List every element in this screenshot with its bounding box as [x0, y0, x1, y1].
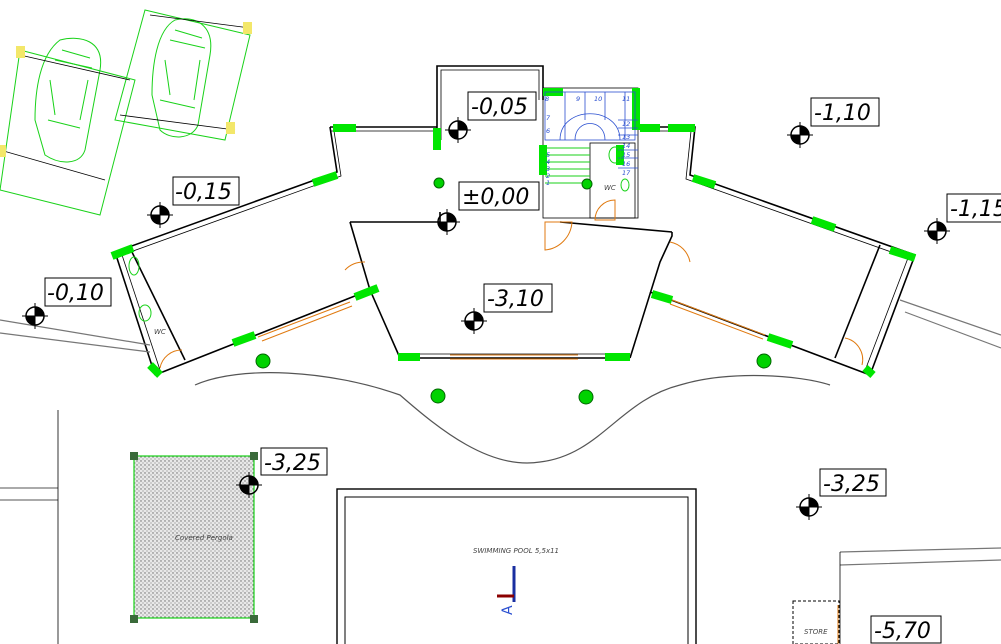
pool-label: SWIMMING POOL 5,5x11	[473, 547, 559, 555]
parking-area	[0, 9, 252, 216]
stair-number: 16	[622, 160, 630, 168]
level-tag: -1,15	[950, 197, 1001, 222]
level-marker-icon	[461, 308, 487, 334]
stone-walls	[0, 299, 1001, 644]
level-tag: -3,10	[487, 287, 544, 312]
stair-number: 15	[622, 151, 630, 159]
level-marker-icon	[924, 218, 950, 244]
stair-number: 1	[546, 179, 550, 187]
stair-number: 10	[594, 95, 602, 103]
level-marker-icon	[22, 303, 48, 329]
staircase: 8 9 10 11 12 13 14 15 16 17 7 6 5 4 3 2 …	[544, 91, 638, 187]
level-tag: -0,10	[47, 281, 104, 306]
stair-number: 7	[546, 114, 551, 122]
level-tag: -3,25	[264, 451, 321, 476]
level-marker-icon	[147, 202, 173, 228]
terrace-edge	[194, 372, 831, 464]
pergola: Covered Pergola	[130, 452, 258, 623]
store-label: STORE	[804, 628, 828, 636]
stair-number: 12	[622, 120, 630, 128]
level-tag: -3,25	[823, 472, 880, 497]
stair-number: 17	[622, 169, 631, 177]
stair-number: 14	[622, 142, 630, 150]
dim-tag	[243, 22, 252, 34]
stair-number: 6	[546, 127, 550, 135]
level-marker-icon	[236, 472, 262, 498]
level-tag: ±0,00	[462, 185, 529, 210]
swimming-pool: SWIMMING POOL 5,5x11 A	[336, 488, 697, 644]
windows	[110, 88, 917, 379]
pergola-label: Covered Pergola	[175, 534, 233, 542]
car-left	[34, 37, 102, 163]
car-right	[151, 18, 212, 138]
dim-tag	[16, 46, 25, 58]
level-marker-icon	[787, 122, 813, 148]
stair-number: 4	[546, 158, 550, 166]
section-mark: A	[500, 605, 516, 615]
stair-number: 11	[622, 95, 630, 103]
dim-tag	[226, 122, 235, 134]
wc-label: WC	[604, 184, 616, 192]
level-marker-icon	[796, 494, 822, 520]
level-tag: -5,70	[874, 619, 931, 644]
dim-tag	[0, 145, 6, 157]
wc-fixtures: WC WC	[128, 146, 630, 336]
stair-number: 5	[546, 151, 550, 159]
level-marker-icon	[434, 209, 460, 235]
level-tag: -0,15	[175, 180, 232, 205]
level-tag: -0,05	[471, 95, 528, 120]
level-tag: -1,10	[814, 101, 871, 126]
stair-number: 13	[622, 133, 630, 141]
store: STORE	[792, 600, 840, 644]
stair-number: 2	[546, 172, 550, 180]
plants	[255, 177, 772, 405]
stair-number: 9	[576, 95, 580, 103]
doors	[159, 199, 864, 644]
level-tags: -0,05 -1,10 -0,15 ±0,00 -1,15 -0,10 -3,1…	[44, 91, 1001, 644]
stair-number: 8	[545, 95, 549, 103]
stair-treads	[545, 119, 638, 184]
stair-number: 3	[546, 165, 550, 173]
level-marker-icon	[445, 117, 471, 143]
wc-label: WC	[154, 328, 166, 336]
level-markers	[22, 117, 950, 520]
